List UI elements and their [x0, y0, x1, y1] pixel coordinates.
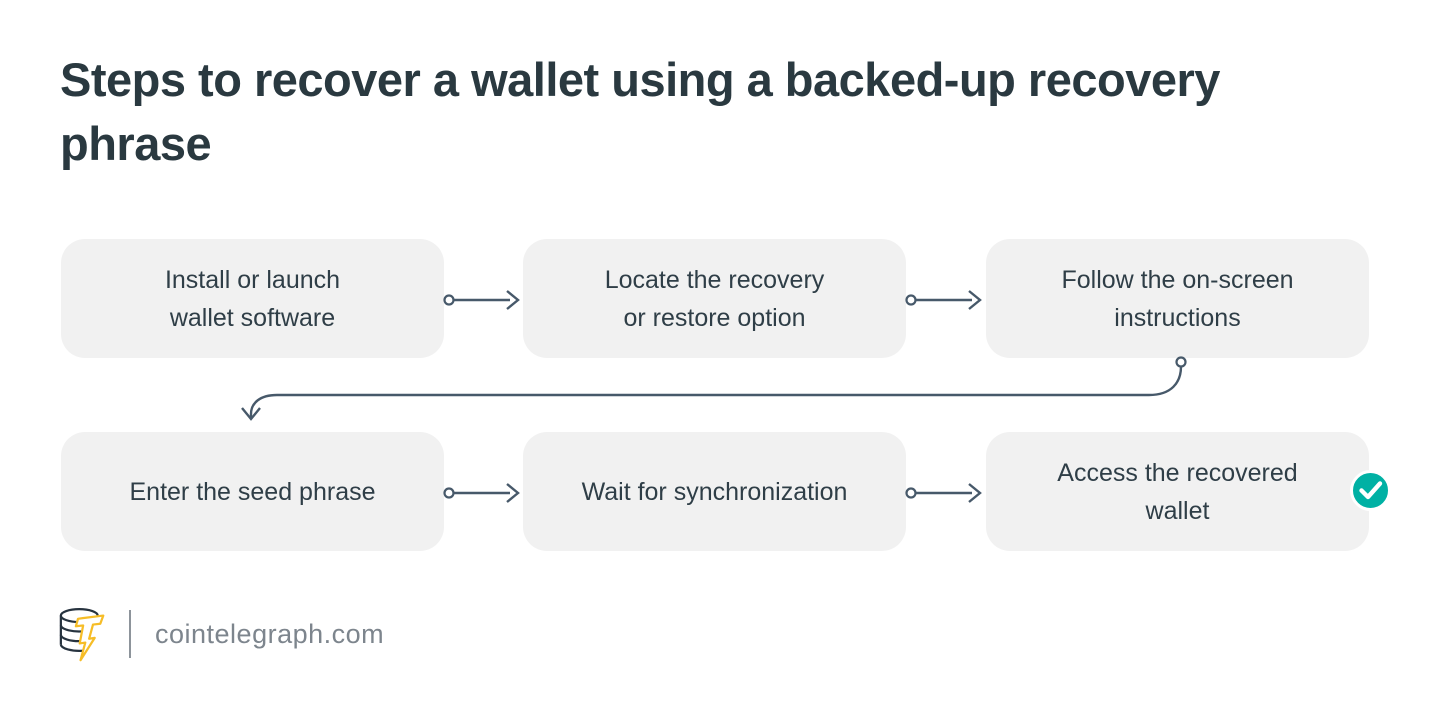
connector-wrap-arrow-icon — [241, 356, 1187, 421]
arrow-right-icon — [443, 290, 520, 310]
arrow-right-icon — [905, 483, 982, 503]
arrow-right-icon — [443, 483, 520, 503]
step-label: Enter the seed phrase — [129, 477, 376, 506]
page-title: Steps to recover a wallet using a backed… — [60, 53, 1220, 170]
step-box-wait-synchronization: Wait for synchronization — [523, 432, 906, 551]
footer-site-label: cointelegraph.com — [155, 618, 385, 649]
arrow-right-icon — [905, 290, 982, 310]
footer-divider — [129, 610, 131, 658]
footer: cointelegraph.com — [57, 601, 384, 667]
step-label: Wait for synchronization — [581, 477, 848, 506]
step-box-enter-seed-phrase: Enter the seed phrase — [61, 432, 444, 551]
check-icon — [1350, 470, 1391, 511]
cointelegraph-logo-icon — [59, 608, 105, 662]
lightning-bolt-icon — [74, 614, 105, 662]
